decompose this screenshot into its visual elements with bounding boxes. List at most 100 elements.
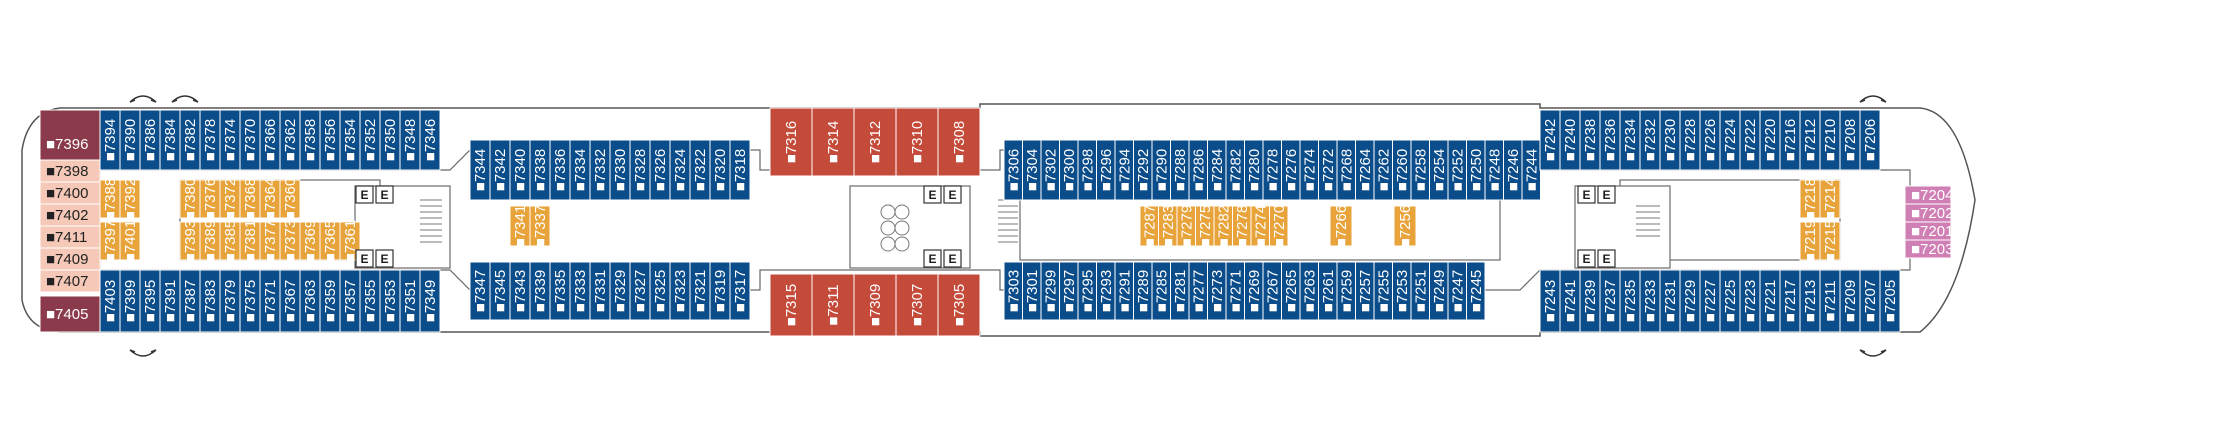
cabin-7260[interactable]: ■7260	[1392, 139, 1412, 201]
cabin-7355[interactable]: ■7355	[359, 269, 381, 333]
cabin-7382[interactable]: ■7382	[179, 109, 201, 171]
cabin-7348[interactable]: ■7348	[399, 109, 421, 171]
cabin-7243[interactable]: ■7243	[1539, 269, 1561, 333]
cabin-7380[interactable]: ■7380	[179, 178, 201, 220]
cabin-7282[interactable]: ■7282	[1213, 205, 1233, 247]
cabin-7211[interactable]: ■7211	[1819, 269, 1841, 333]
cabin-7302[interactable]: ■7302	[1040, 139, 1060, 201]
cabin-7294[interactable]: ■7294	[1114, 139, 1134, 201]
cabin-7268[interactable]: ■7268	[1336, 139, 1356, 201]
cabin-7364[interactable]: ■7364	[259, 178, 281, 220]
cabin-7386[interactable]: ■7386	[139, 109, 161, 171]
cabin-7245[interactable]: ■7245	[1466, 261, 1486, 321]
cabin-7366[interactable]: ■7366	[259, 109, 281, 171]
cabin-7230[interactable]: ■7230	[1659, 109, 1681, 171]
cabin-7310[interactable]: ■7310	[895, 107, 939, 177]
cabin-7347[interactable]: ■7347	[469, 261, 491, 321]
cabin-7253[interactable]: ■7253	[1392, 261, 1412, 321]
cabin-7274[interactable]: ■7274	[1250, 205, 1270, 247]
cabin-7273[interactable]: ■7273	[1207, 261, 1227, 321]
cabin-7289[interactable]: ■7289	[1133, 261, 1153, 321]
cabin-7383[interactable]: ■7383	[199, 269, 221, 333]
cabin-7229[interactable]: ■7229	[1679, 269, 1701, 333]
cabin-7353[interactable]: ■7353	[379, 269, 401, 333]
cabin-7378[interactable]: ■7378	[199, 109, 221, 171]
cabin-7312[interactable]: ■7312	[853, 107, 897, 177]
cabin-7225[interactable]: ■7225	[1719, 269, 1741, 333]
cabin-7391[interactable]: ■7391	[159, 269, 181, 333]
cabin-7375[interactable]: ■7375	[239, 269, 261, 333]
cabin-7367[interactable]: ■7367	[279, 269, 301, 333]
cabin-7361[interactable]: ■7361	[339, 220, 361, 262]
cabin-7241[interactable]: ■7241	[1559, 269, 1581, 333]
cabin-7329[interactable]: ■7329	[609, 261, 631, 321]
cabin-7202[interactable]: ■7202	[1904, 203, 1953, 223]
cabin-7252[interactable]: ■7252	[1447, 139, 1467, 201]
cabin-7265[interactable]: ■7265	[1281, 261, 1301, 321]
cabin-7306[interactable]: ■7306	[1003, 139, 1023, 201]
cabin-7305[interactable]: ■7305	[937, 273, 981, 337]
cabin-7341[interactable]: ■7341	[509, 205, 531, 247]
cabin-7357[interactable]: ■7357	[339, 269, 361, 333]
cabin-7220[interactable]: ■7220	[1759, 109, 1781, 171]
cabin-7234[interactable]: ■7234	[1619, 109, 1641, 171]
cabin-7368[interactable]: ■7368	[239, 178, 261, 220]
cabin-7328[interactable]: ■7328	[629, 139, 651, 201]
cabin-7298[interactable]: ■7298	[1077, 139, 1097, 201]
cabin-7262[interactable]: ■7262	[1373, 139, 1393, 201]
cabin-7291[interactable]: ■7291	[1114, 261, 1134, 321]
cabin-7219[interactable]: ■7219	[1799, 220, 1821, 262]
cabin-7254[interactable]: ■7254	[1429, 139, 1449, 201]
cabin-7231[interactable]: ■7231	[1659, 269, 1681, 333]
cabin-7332[interactable]: ■7332	[589, 139, 611, 201]
cabin-7277[interactable]: ■7277	[1188, 261, 1208, 321]
cabin-7238[interactable]: ■7238	[1579, 109, 1601, 171]
cabin-7405[interactable]: ■7405	[39, 295, 101, 333]
cabin-7393[interactable]: ■7393	[179, 220, 201, 262]
cabin-7379[interactable]: ■7379	[219, 269, 241, 333]
cabin-7286[interactable]: ■7286	[1188, 139, 1208, 201]
cabin-7208[interactable]: ■7208	[1839, 109, 1861, 171]
cabin-7333[interactable]: ■7333	[569, 261, 591, 321]
cabin-7335[interactable]: ■7335	[549, 261, 571, 321]
cabin-7327[interactable]: ■7327	[629, 261, 651, 321]
cabin-7217[interactable]: ■7217	[1779, 269, 1801, 333]
cabin-7261[interactable]: ■7261	[1318, 261, 1338, 321]
cabin-7334[interactable]: ■7334	[569, 139, 591, 201]
cabin-7278[interactable]: ■7278	[1232, 205, 1252, 247]
cabin-7235[interactable]: ■7235	[1619, 269, 1641, 333]
cabin-7206[interactable]: ■7206	[1859, 109, 1881, 171]
cabin-7210[interactable]: ■7210	[1819, 109, 1841, 171]
cabin-7399[interactable]: ■7399	[119, 269, 141, 333]
cabin-7342[interactable]: ■7342	[489, 139, 511, 201]
cabin-7272[interactable]: ■7272	[1318, 139, 1338, 201]
cabin-7394[interactable]: ■7394	[99, 109, 121, 171]
cabin-7354[interactable]: ■7354	[339, 109, 361, 171]
cabin-7323[interactable]: ■7323	[669, 261, 691, 321]
cabin-7402[interactable]: ■7402	[39, 203, 101, 227]
cabin-7280[interactable]: ■7280	[1244, 139, 1264, 201]
cabin-7390[interactable]: ■7390	[119, 109, 141, 171]
cabin-7395[interactable]: ■7395	[139, 269, 161, 333]
cabin-7397[interactable]: ■7397	[99, 220, 121, 262]
cabin-7376[interactable]: ■7376	[199, 178, 221, 220]
cabin-7400[interactable]: ■7400	[39, 181, 101, 205]
cabin-7222[interactable]: ■7222	[1739, 109, 1761, 171]
cabin-7340[interactable]: ■7340	[509, 139, 531, 201]
cabin-7214[interactable]: ■7214	[1819, 178, 1841, 220]
cabin-7276[interactable]: ■7276	[1281, 139, 1301, 201]
cabin-7331[interactable]: ■7331	[589, 261, 611, 321]
cabin-7337[interactable]: ■7337	[529, 205, 551, 247]
cabin-7292[interactable]: ■7292	[1133, 139, 1153, 201]
cabin-7221[interactable]: ■7221	[1759, 269, 1781, 333]
cabin-7308[interactable]: ■7308	[937, 107, 981, 177]
cabin-7201[interactable]: ■7201	[1904, 221, 1953, 241]
cabin-7267[interactable]: ■7267	[1262, 261, 1282, 321]
cabin-7205[interactable]: ■7205	[1879, 269, 1901, 333]
cabin-7377[interactable]: ■7377	[259, 220, 281, 262]
cabin-7392[interactable]: ■7392	[119, 178, 141, 220]
cabin-7324[interactable]: ■7324	[669, 139, 691, 201]
cabin-7351[interactable]: ■7351	[399, 269, 421, 333]
cabin-7398[interactable]: ■7398	[39, 159, 101, 183]
cabin-7326[interactable]: ■7326	[649, 139, 671, 201]
